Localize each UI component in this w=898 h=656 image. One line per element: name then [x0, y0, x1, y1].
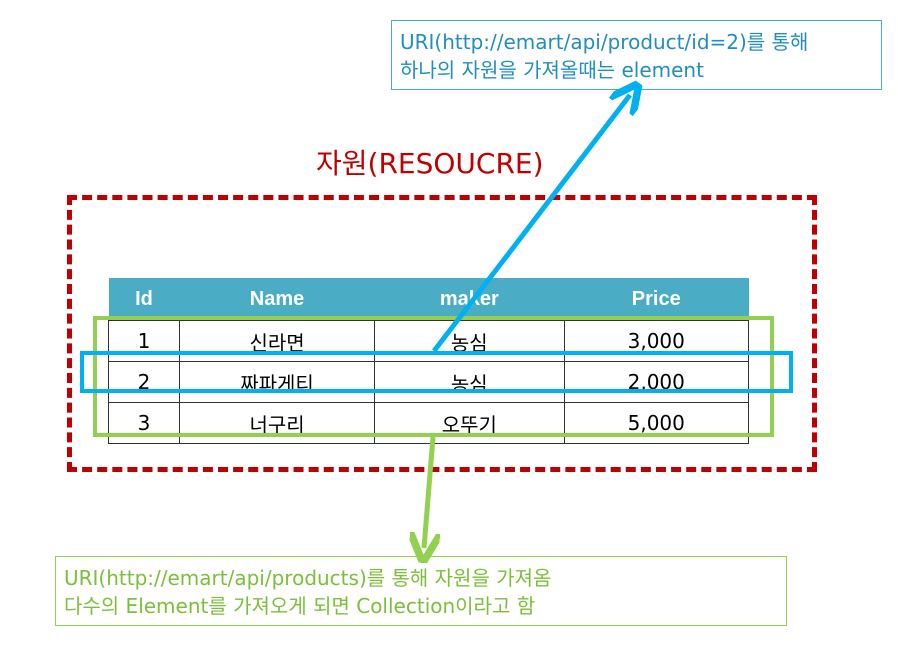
header-name: Name — [179, 278, 375, 321]
header-price: Price — [564, 278, 749, 321]
header-id: Id — [108, 278, 180, 321]
table-row: 2 짜파게티 농심 2,000 — [108, 361, 749, 403]
element-callout-line1: URI(http://emart/api/product/id=2)를 통해 — [400, 30, 809, 54]
resource-title: 자원(RESOUCRE) — [316, 147, 544, 180]
table-header-row: Id Name maker Price — [108, 278, 749, 321]
element-callout: URI(http://emart/api/product/id=2)를 통해 하… — [391, 20, 882, 90]
element-arrow — [432, 95, 630, 353]
header-maker: maker — [374, 278, 564, 321]
resource-boundary — [67, 195, 817, 472]
collection-callout: URI(http://emart/api/products)를 통해 자원을 가… — [55, 556, 787, 626]
collection-highlight — [93, 316, 774, 437]
cell-maker: 농심 — [374, 361, 565, 403]
element-callout-line2: 하나의 자원을 가져올때는 element — [400, 58, 704, 82]
collection-arrow — [424, 436, 433, 548]
collection-callout-line2: 다수의 Element를 가져오게 되면 Collection이라고 함 — [64, 594, 536, 618]
cell-price: 2,000 — [563, 361, 749, 403]
collection-callout-line1: URI(http://emart/api/products)를 통해 자원을 가… — [64, 566, 552, 590]
cell-id: 2 — [108, 361, 180, 403]
element-highlight — [80, 351, 793, 393]
